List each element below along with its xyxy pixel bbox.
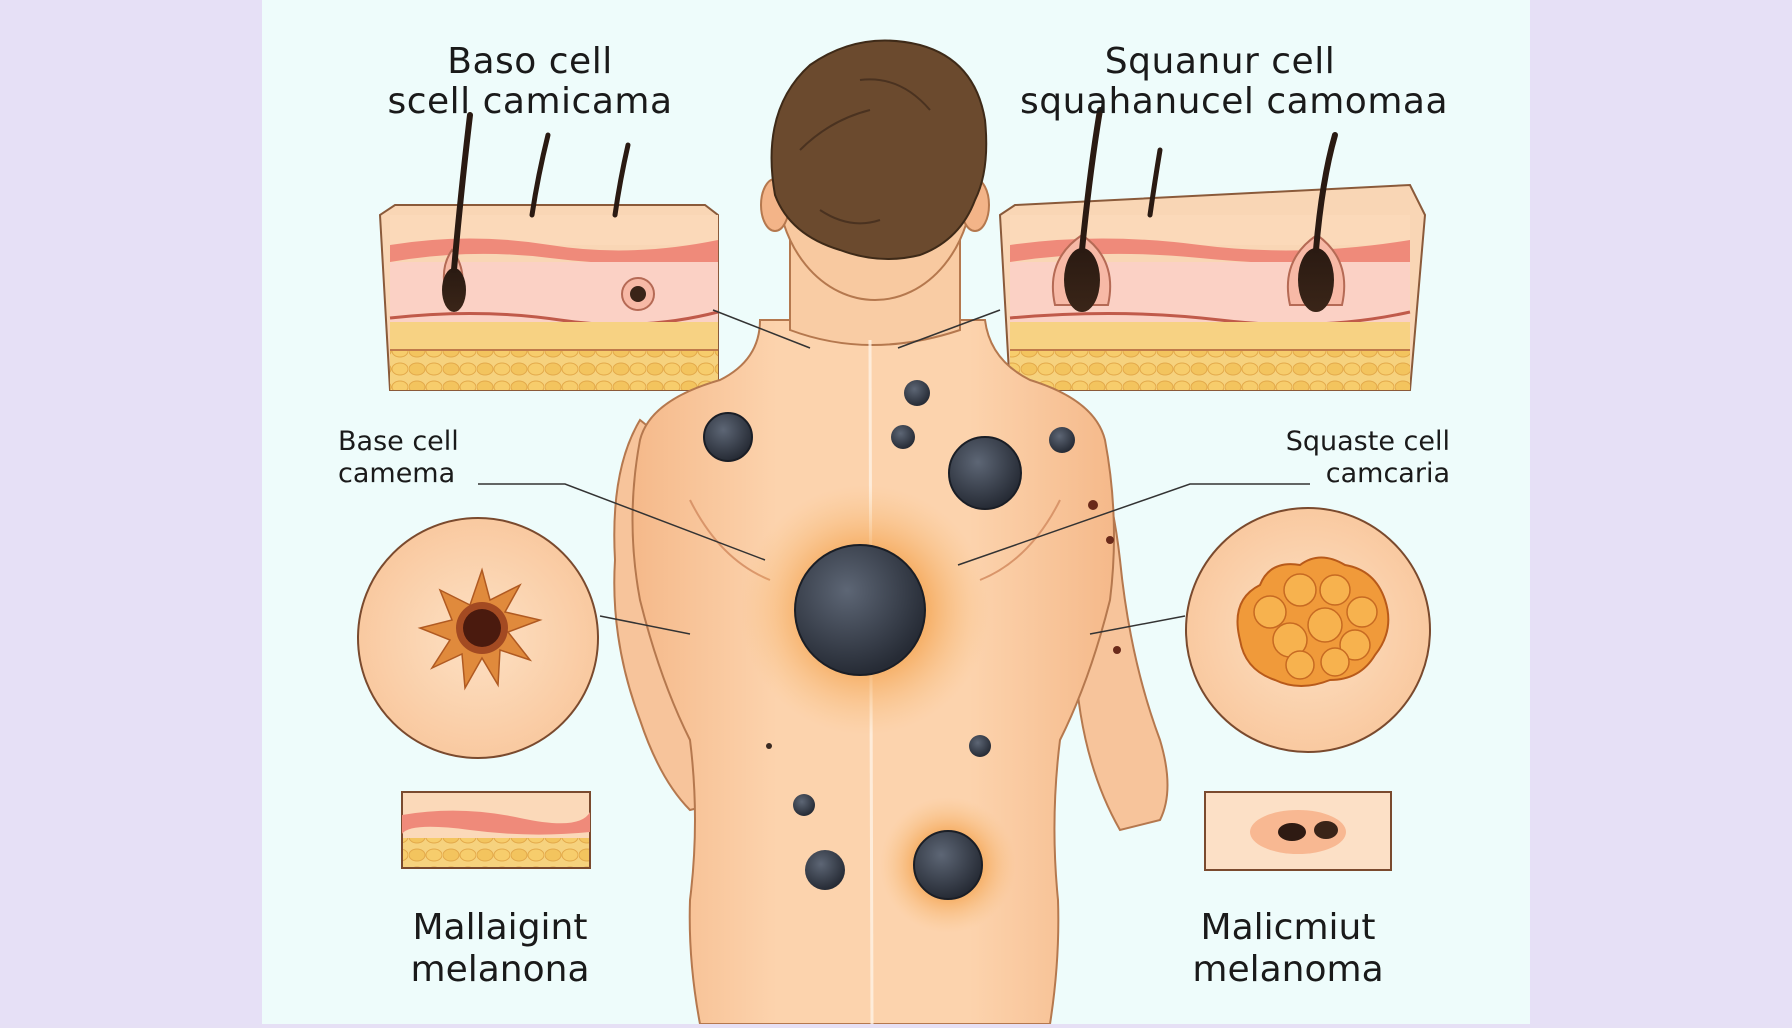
lesion-shoulder xyxy=(1049,427,1075,453)
label-top-right-line1: Squanur cell xyxy=(1104,41,1336,82)
lesion-upper-right xyxy=(948,436,1022,510)
leader-lines xyxy=(478,309,1310,635)
label-top-left-line2: scell camicama xyxy=(387,81,673,122)
label-bottom-right-line2: melanoma xyxy=(1192,949,1384,990)
zoom-circle-right xyxy=(1185,507,1431,753)
label-bottom-right: Malicmiut melanoma xyxy=(1188,907,1388,991)
label-mid-right-line1: Squaste cell xyxy=(1285,426,1450,457)
label-bottom-left-line1: Mallaigint xyxy=(412,907,588,948)
lesions xyxy=(703,380,1121,900)
skin-section-bottom-left xyxy=(401,791,591,869)
label-bottom-right-line1: Malicmiut xyxy=(1200,907,1376,948)
label-mid-right-line2: camcaria xyxy=(1325,458,1450,489)
label-top-right: Squanur cell squahanucel camomaa xyxy=(1020,41,1449,122)
lesion-small-a xyxy=(904,380,930,406)
left-margin xyxy=(0,0,262,1024)
label-bottom-left: Mallaigint melanona xyxy=(400,907,600,991)
lesion-large-center xyxy=(794,544,926,676)
zoom-circle-left xyxy=(357,517,599,759)
lesion-lower-left-b xyxy=(805,850,845,890)
lesion-small-b xyxy=(891,425,915,449)
label-mid-left: Base cell camema xyxy=(338,426,478,490)
label-top-left: Baso cell scell camicama xyxy=(380,42,680,122)
skin-section-top-right xyxy=(998,107,1427,391)
lesion-lower-right xyxy=(913,830,983,900)
lesion-side xyxy=(969,735,991,757)
label-top-left-line1: Baso cell xyxy=(447,41,613,82)
hair xyxy=(770,39,988,260)
lesion-lower-left-a xyxy=(793,794,815,816)
label-mid-right: Squaste cell camcaria xyxy=(1240,426,1450,490)
label-top-right-line2: squahanucel camomaa xyxy=(1020,81,1449,122)
skin-section-top-left xyxy=(378,112,719,391)
label-mid-left-line1: Base cell xyxy=(338,426,459,457)
lesion-upper-left xyxy=(703,412,753,462)
label-mid-left-line2: camema xyxy=(338,458,456,489)
skin-section-bottom-right xyxy=(1204,791,1392,871)
right-margin xyxy=(1530,0,1792,1024)
label-bottom-left-line2: melanona xyxy=(410,949,590,990)
